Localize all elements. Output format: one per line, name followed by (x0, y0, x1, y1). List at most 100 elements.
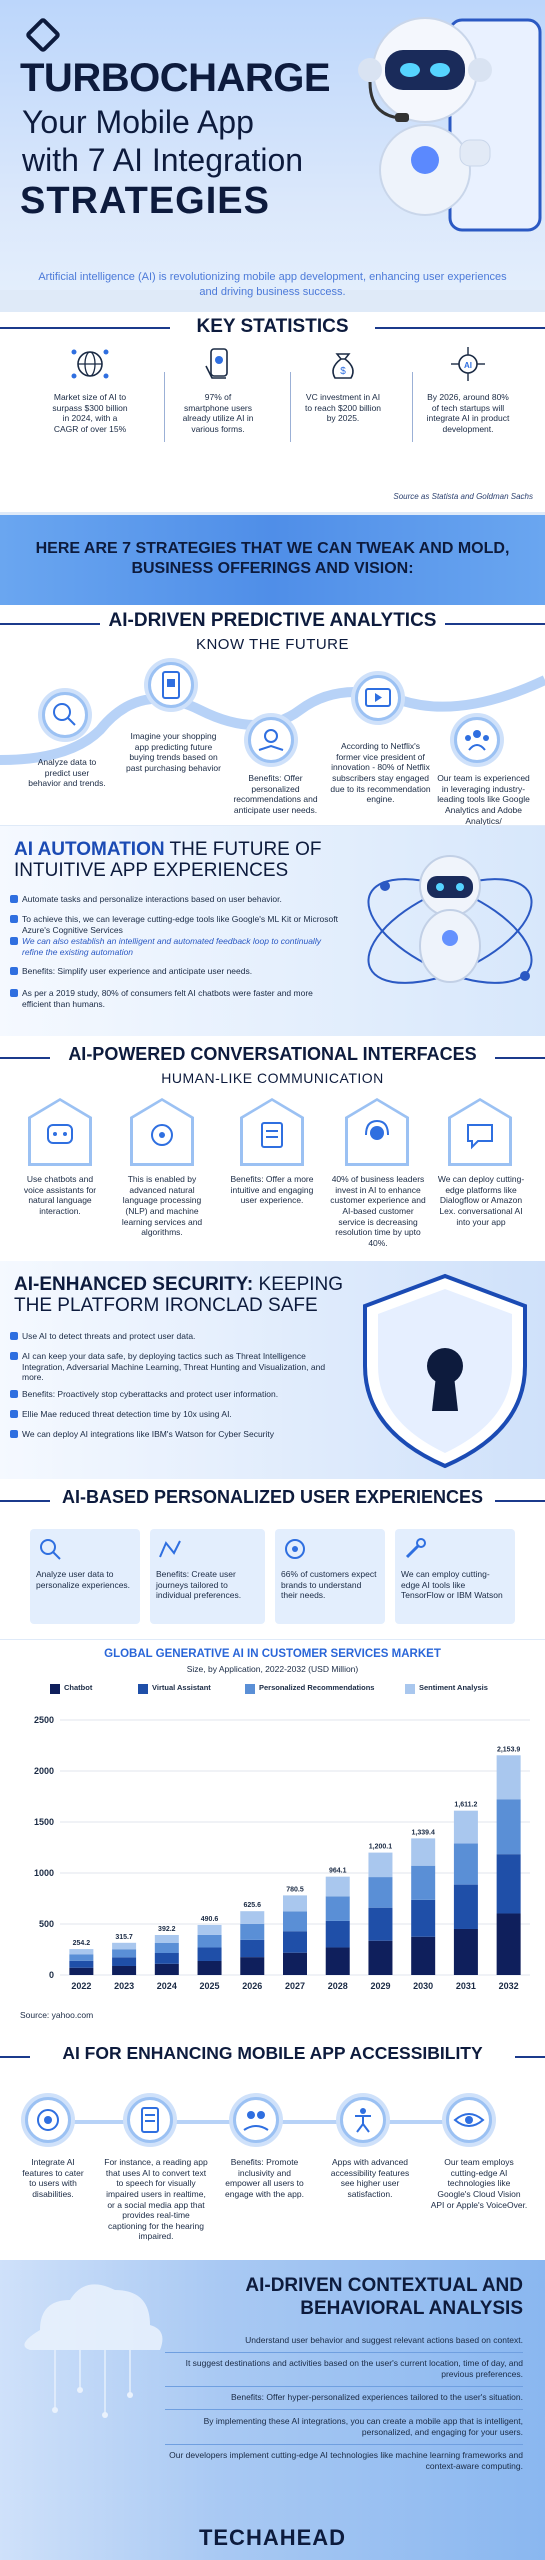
chart-bar-segment (197, 1924, 222, 1935)
chart-bar-segment (197, 1947, 222, 1961)
bar-value-label: 315.7 (115, 1934, 133, 1941)
accessibility-text: Our team employs cutting-edge AI technol… (430, 2157, 528, 2210)
automation-heading-rest: THE FUTURE OF INTUITIVE APP EXPERIENCES (14, 839, 322, 881)
stats-source: Source as Statista and Goldman Sachs (393, 492, 533, 501)
globe-network-icon (71, 349, 109, 379)
contextual-bullet-divider (165, 2352, 523, 2353)
automation-heading: AI AUTOMATION THE FUTURE OF INTUITIVE AP… (14, 839, 354, 882)
personalized-card: Analyze user data to personalize experie… (30, 1529, 140, 1624)
svg-text:AI: AI (464, 361, 472, 370)
strategies-intro-banner: HERE ARE 7 STRATEGIES THAT WE CAN TWEAK … (0, 515, 545, 605)
chart-bar-segment (368, 1877, 393, 1908)
bar-value-label: 490.6 (201, 1916, 219, 1923)
conversational-text: Benefits: Offer a more intuitive and eng… (230, 1174, 314, 1206)
chart-bar-segment (154, 1963, 179, 1975)
bar-value-label: 1,339.4 (412, 1829, 435, 1836)
bar-value-label: 254.2 (73, 1940, 91, 1947)
chart-bar-segment (69, 1954, 94, 1961)
page-title-line-1: TURBOCHARGE (20, 56, 331, 100)
accessibility-app-icon (355, 2108, 371, 2133)
y-tick-label: 0 (49, 1970, 54, 1980)
accessibility-text: Apps with advanced accessibility feature… (330, 2157, 410, 2199)
chatbot-icon (47, 1124, 73, 1144)
page-title-line-2: Your Mobile App (22, 104, 254, 140)
predictive-text: Analyze data to predict user behavior an… (28, 757, 106, 789)
personalized-text: We can employ cutting-edge AI tools like… (401, 1569, 503, 1601)
tools-icon (405, 1538, 426, 1559)
y-tick-label: 2000 (34, 1766, 54, 1776)
chart-bar-segment (283, 1895, 307, 1912)
key-stats-heading: KEY STATISTICS (170, 316, 375, 338)
chart-bar-segment (368, 1907, 393, 1941)
smartphone-hand-icon (205, 348, 228, 379)
stat-item: $ VC investment in AI to reach $200 bill… (293, 346, 393, 424)
chart-bar-segment (283, 1931, 307, 1953)
chart-bar-segment (496, 1913, 521, 1975)
contextual-bullet-text: Our developers implement cutting-edge AI… (169, 2450, 523, 2471)
chat-bubble-icon (467, 1124, 493, 1150)
legend-label: Chatbot (64, 1683, 93, 1692)
chart-bar-segment (240, 1939, 265, 1958)
legend-swatch (405, 1684, 415, 1694)
journey-map-icon (159, 1540, 181, 1558)
x-tick-label: 2027 (285, 1981, 305, 1991)
contextual-bullet-text: Benefits: Offer hyper-personalized exper… (230, 2392, 523, 2402)
footer-brand[interactable]: TECHAHEAD (198, 2525, 347, 2550)
ai-chip-icon: AI (451, 347, 485, 381)
y-tick-label: 1000 (34, 1868, 54, 1878)
y-tick-label: 500 (39, 1919, 54, 1929)
personalized-card: 66% of customers expect brands to unders… (275, 1529, 385, 1624)
bar-value-label: 1,611.2 (454, 1802, 477, 1809)
robot-phone-illustration (358, 17, 542, 232)
conversational-heading: AI-POWERED CONVERSATIONAL INTERFACES (50, 1044, 495, 1065)
contextual-bullet-divider (165, 2386, 523, 2387)
predictive-analytics-section: AI-DRIVEN PREDICTIVE ANALYTICS KNOW THE … (0, 605, 545, 825)
gear-hand-icon (258, 729, 284, 751)
accessibility-heading: AI FOR ENHANCING MOBILE APP ACCESSIBILIT… (30, 2043, 515, 2064)
contextual-analysis-section: AI-DRIVEN CONTEXTUAL AND BEHAVIORAL ANAL… (0, 2260, 545, 2560)
contextual-bullet: By implementing these AI integrations, y… (163, 2416, 523, 2437)
chart-bar-segment (411, 1936, 436, 1975)
key-statistics-section: KEY STATISTICS Market size of AI to surp… (0, 312, 545, 512)
chart-bar-segment (368, 1852, 393, 1878)
x-tick-label: 2032 (499, 1981, 519, 1991)
predictive-heading: AI-DRIVEN PREDICTIVE ANALYTICS (100, 610, 445, 632)
security-heading-bold: AI-ENHANCED SECURITY: (14, 1274, 254, 1295)
person-list-icon (261, 1122, 283, 1148)
personalized-experiences-section: AI-BASED PERSONALIZED USER EXPERIENCES A… (0, 1479, 545, 1639)
chart-bar-segment (496, 1799, 521, 1855)
chart-bar-segment (453, 1843, 478, 1885)
shield-keyhole-icon (363, 1273, 527, 1469)
stat-item: AI By 2026, around 80% of tech startups … (418, 346, 518, 435)
chart-subtitle: Size, by Application, 2022-2032 (USD Mil… (186, 1664, 359, 1674)
contextual-bullet: It suggest destinations and activities b… (163, 2358, 523, 2379)
stat-divider (164, 372, 165, 442)
conversational-interfaces-section: AI-POWERED CONVERSATIONAL INTERFACES HUM… (0, 1036, 545, 1261)
conversational-text: This is enabled by advanced natural lang… (121, 1174, 203, 1238)
chart-source: Source: yahoo.com (20, 2010, 94, 2020)
chart-bar-segment (325, 1947, 350, 1975)
contextual-bullet-text: Understand user behavior and suggest rel… (245, 2335, 523, 2345)
market-chart-section: GLOBAL GENERATIVE AI IN CUSTOMER SERVICE… (0, 1640, 545, 2035)
chart-bar-segment (453, 1810, 478, 1844)
legend-label: Sentiment Analysis (419, 1683, 488, 1692)
x-tick-label: 2031 (456, 1981, 476, 1991)
security-bullet: AI can keep your data safe, by deploying… (10, 1351, 342, 1383)
intro-text: Artificial intelligence (AI) is revoluti… (38, 271, 507, 298)
accessibility-icon-circle (25, 2097, 71, 2143)
personalized-text: Analyze user data to personalize experie… (36, 1569, 131, 1590)
security-bullet: Ellie Mae reduced threat detection time … (10, 1409, 342, 1420)
automation-bullet: Automate tasks and personalize interacti… (10, 894, 342, 905)
stat-divider (412, 372, 413, 442)
x-tick-label: 2023 (114, 1981, 134, 1991)
chart-bar-segment (69, 1967, 94, 1975)
accessibility-text: Integrate AI features to cater to users … (22, 2157, 84, 2199)
team-icon (465, 730, 489, 751)
chart-bar-segment (112, 1949, 137, 1958)
chart-bar-segment (112, 1942, 137, 1950)
shopping-bag-phone-icon (162, 671, 180, 699)
target-icon (37, 2109, 59, 2131)
predictive-text: Imagine your shopping app predicting fut… (126, 731, 221, 773)
stat-item: Market size of AI to surpass $300 billio… (40, 346, 140, 435)
predictive-text: According to Netflix's former vice presi… (330, 741, 431, 805)
